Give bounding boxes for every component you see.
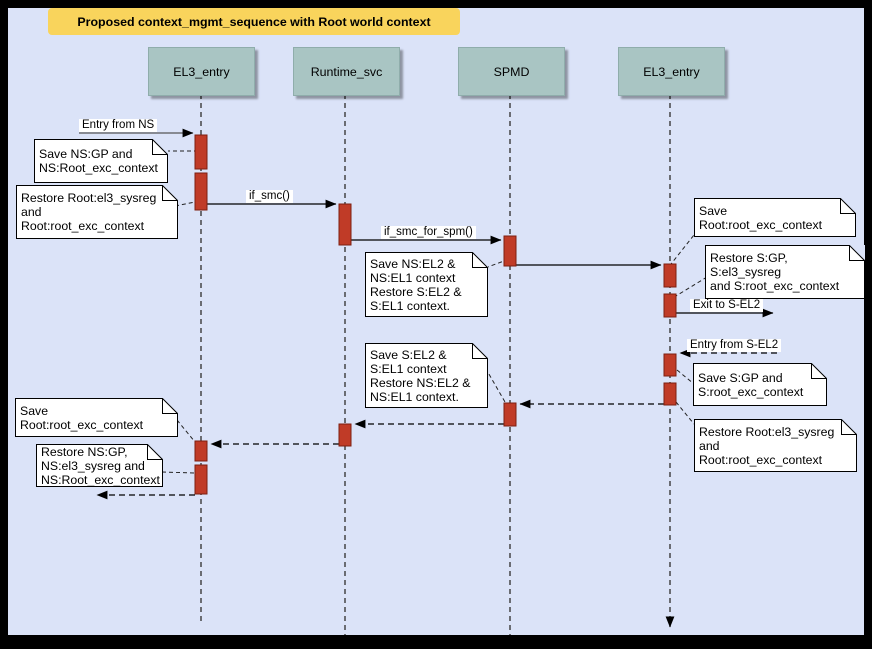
label-entry-from-ns: Entry from NS: [79, 119, 158, 132]
note-fold-icon: [849, 244, 866, 261]
activation-bar: [194, 172, 208, 211]
activation-bar: [503, 235, 517, 267]
note-fold-icon: [147, 443, 164, 460]
note-save-ns-gp: Save NS:GP and NS:Root_exc_context: [34, 138, 169, 183]
activation-bar: [663, 382, 677, 406]
lifeline-header-runtime-svc: Runtime_svc: [293, 47, 400, 96]
note-fold-icon: [811, 362, 828, 379]
note-fold-icon: [152, 138, 169, 155]
label-if-smc-for-spm: if_smc_for_spm(): [381, 226, 476, 239]
note-text: Save S:GP and S:root_exc_context: [698, 370, 804, 399]
note-text: Restore Root:el3_sysreg and Root:root_ex…: [21, 191, 157, 233]
note-save-ns-el2: Save NS:EL2 & NS:EL1 context Restore S:E…: [365, 251, 489, 317]
activation-bar: [663, 353, 677, 377]
note-restore-s-gp: Restore S:GP, S:el3_sysreg and S:root_ex…: [705, 244, 866, 299]
diagram-title: Proposed context_mgmt_sequence with Root…: [48, 8, 460, 35]
note-text: Save NS:EL2 & NS:EL1 context Restore S:E…: [370, 256, 462, 313]
note-restore-root-sysreg-1: Restore Root:el3_sysreg and Root:root_ex…: [16, 184, 179, 239]
label-exit-to-s-el2: Exit to S-EL2: [690, 299, 764, 312]
activation-bar: [338, 203, 352, 246]
activation-bar: [194, 464, 208, 495]
note-text: Restore S:GP, S:el3_sysreg and S:root_ex…: [710, 251, 840, 293]
note-restore-ns-gp: Restore NS:GP, NS:el3_sysreg and NS:Root…: [36, 443, 164, 487]
note-save-s-el2: Save S:EL2 & S:EL1 context Restore NS:EL…: [365, 342, 489, 408]
note-fold-icon: [472, 342, 489, 359]
activation-bar: [194, 440, 208, 462]
note-text: Restore NS:GP, NS:el3_sysreg and NS:Root…: [41, 444, 160, 487]
lifeline-header-el3-entry-2: EL3_entry: [618, 47, 725, 96]
note-save-root-exc-2: Save Root:root_exc_context: [15, 397, 179, 437]
activation-bar: [338, 423, 352, 447]
note-text: Save Root:root_exc_context: [699, 203, 823, 232]
activation-bar: [663, 293, 677, 318]
note-text: Restore Root:el3_sysreg and Root:root_ex…: [699, 424, 835, 467]
note-fold-icon: [840, 197, 857, 214]
activation-bar: [503, 402, 517, 427]
note-text: Save S:EL2 & S:EL1 context Restore NS:EL…: [370, 347, 471, 404]
lifeline-header-spmd: SPMD: [458, 47, 565, 96]
lifelines-layer: [200, 94, 675, 635]
label-if-smc: if_smc(): [246, 190, 293, 203]
note-save-root-exc-1: Save Root:root_exc_context: [694, 197, 857, 237]
lifeline-header-el3-entry-1: EL3_entry: [148, 47, 255, 96]
activation-bar: [663, 263, 677, 288]
activations-layer: [194, 134, 677, 495]
note-fold-icon: [162, 397, 179, 414]
activation-bar: [194, 134, 208, 170]
note-save-s-gp: Save S:GP and S:root_exc_context: [693, 362, 828, 406]
diagram-canvas: [8, 8, 864, 635]
note-text: Save NS:GP and NS:Root_exc_context: [39, 147, 158, 175]
messages-layer: [79, 128, 777, 500]
note-restore-root-sysreg-2: Restore Root:el3_sysreg and Root:root_ex…: [694, 418, 858, 472]
label-entry-from-s-el2: Entry from S-EL2: [687, 339, 782, 352]
note-text: Save Root:root_exc_context: [20, 403, 144, 432]
note-fold-icon: [162, 184, 179, 201]
note-fold-icon: [841, 418, 858, 435]
note-fold-icon: [472, 251, 489, 268]
